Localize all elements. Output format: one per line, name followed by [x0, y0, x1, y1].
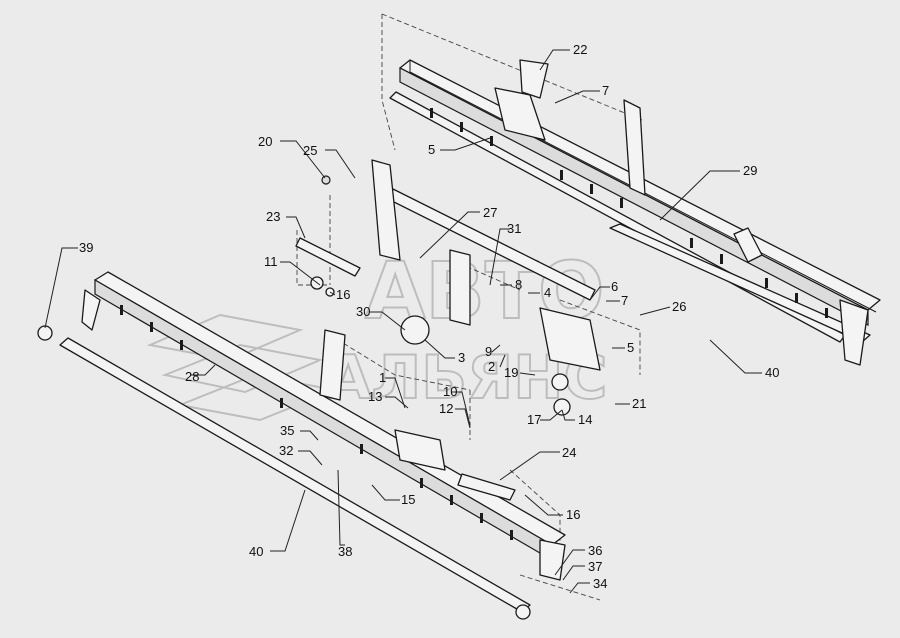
callout-14: 14: [578, 412, 592, 427]
callout-17: 17: [527, 412, 541, 427]
callout-28: 28: [185, 369, 199, 384]
callout-34: 34: [593, 576, 607, 591]
lower-roller-bar: [59, 337, 531, 613]
callout-20: 20: [258, 134, 272, 149]
middle-frame-assembly: [295, 159, 601, 416]
callout-12: 12: [439, 401, 453, 416]
callout-4: 4: [544, 285, 551, 300]
callout-15: 15: [401, 492, 415, 507]
callout-40-lower: 40: [249, 544, 263, 559]
callout-8: 8: [515, 277, 522, 292]
cylinder-30: [400, 315, 430, 345]
callout-16-lower: 16: [566, 507, 580, 522]
callout-2: 2: [488, 359, 495, 374]
callout-22: 22: [573, 42, 587, 57]
callout-11: 11: [264, 254, 278, 269]
callout-6: 6: [611, 279, 618, 294]
upper-bracket-right: [623, 99, 646, 196]
callout-32: 32: [279, 443, 293, 458]
callout-7-mid: 7: [621, 293, 628, 308]
callout-38: 38: [338, 544, 352, 559]
callout-30: 30: [356, 304, 370, 319]
callout-37: 37: [588, 559, 602, 574]
upper-front-tube: [609, 223, 871, 343]
callout-19: 19: [504, 365, 518, 380]
callout-labels: 22 7 5 20 25 29 23 27 31 11 39 16 8 4 6 …: [79, 42, 779, 591]
leader-lines: [44, 49, 762, 594]
callout-31: 31: [507, 221, 521, 236]
callout-35: 35: [280, 423, 294, 438]
callout-24: 24: [562, 445, 576, 460]
upper-tines: [430, 108, 828, 318]
lower-upright: [319, 329, 346, 401]
callout-7-upper: 7: [602, 83, 609, 98]
lower-hitch-block: [394, 429, 446, 471]
middle-upright: [371, 159, 401, 261]
callout-9: 9: [485, 344, 492, 359]
callout-5-upper: 5: [428, 142, 435, 157]
callout-29: 29: [743, 163, 757, 178]
roller-end-39: [37, 325, 53, 341]
lower-tines: [120, 305, 513, 540]
upper-hitch-block: [494, 87, 546, 141]
callout-39: 39: [79, 240, 93, 255]
callout-10: 10: [443, 384, 457, 399]
callout-25: 25: [303, 143, 317, 158]
lower-frame-assembly: [37, 271, 566, 620]
callout-26: 26: [672, 299, 686, 314]
callout-3: 3: [458, 350, 465, 365]
callout-27: 27: [483, 205, 497, 220]
middle-hitch-plate: [539, 307, 601, 371]
shaft-23: [295, 237, 361, 277]
upper-frame-assembly: [389, 59, 881, 366]
callout-13: 13: [368, 389, 382, 404]
callout-23: 23: [266, 209, 280, 224]
callout-36: 36: [588, 543, 602, 558]
callout-21: 21: [632, 396, 646, 411]
callout-16-mid: 16: [336, 287, 350, 302]
callout-40-upper: 40: [765, 365, 779, 380]
callout-5-mid: 5: [627, 340, 634, 355]
callout-1: 1: [379, 370, 386, 385]
plate-24: [457, 473, 516, 501]
